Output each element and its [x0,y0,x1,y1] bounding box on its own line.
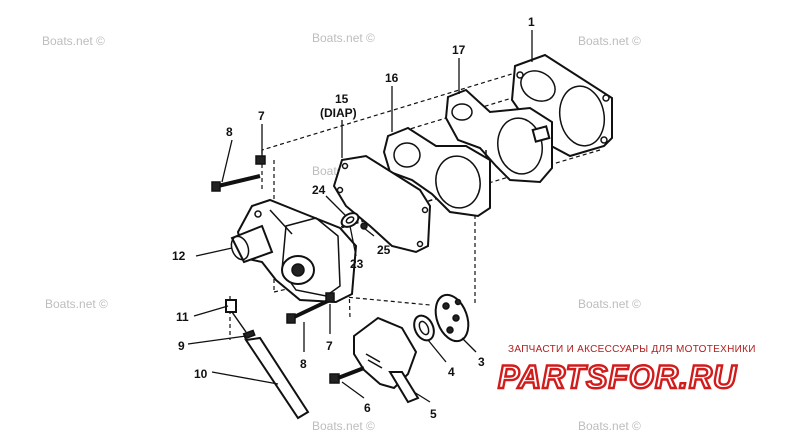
watermark-text: Boats.net © [312,419,375,433]
hose-part-10 [244,336,310,420]
callout-24: 24 [312,183,326,197]
callout-25: 25 [377,243,391,257]
fitting-part-11 [225,299,247,333]
bolt-part-8-top [211,174,261,192]
watermark-text: Boats.net © [578,419,641,433]
screw-part-6 [329,366,365,384]
watermark-text: Boats.net © [578,297,641,311]
callout-11: 11 [176,310,189,324]
callout-15: 15 [335,92,349,106]
seal-part-24 [340,212,360,228]
pump-housing-part-12 [230,198,358,304]
callout-15-note: (DIAP) [320,106,357,120]
callout-23: 23 [350,257,364,271]
callout-16: 16 [385,71,399,85]
watermark-text: Boats.net © [45,297,108,311]
watermark-text: Boats.net © [578,34,641,48]
callout-9: 9 [178,339,185,353]
bolt-part-8-bottom [286,298,331,324]
diaphragm-part-15 [332,154,432,254]
watermark-text: Boats.net © [312,31,375,45]
brand-logo: PARTSFOR.RU [498,359,737,395]
callout-3: 3 [478,355,485,369]
callout-4: 4 [448,365,455,379]
o-ring-part-4 [413,314,435,342]
partsfor-branding: ЗАПЧАСТИ И АКСЕССУАРЫ ДЛЯ МОТОТЕХНИКИ PA… [497,344,756,396]
callout-8-bottom: 8 [300,357,307,371]
callout-10: 10 [194,367,208,381]
valve-plate-part-3 [434,293,470,343]
nut-part-7-top [255,155,266,165]
callout-17: 17 [452,43,466,57]
callout-leader-lines [187,30,533,403]
pin-part-25 [360,222,368,230]
callout-6: 6 [364,401,371,415]
plate-part-17 [444,88,553,184]
gasket-part-16 [382,126,491,218]
callout-5: 5 [430,407,437,421]
callout-8-top: 8 [226,125,233,139]
callout-7-bottom: 7 [326,339,333,353]
callout-1: 1 [528,15,535,29]
nut-part-7-bottom [325,292,335,303]
callout-12: 12 [172,249,186,263]
callout-7-top: 7 [258,109,265,123]
brand-tagline: ЗАПЧАСТИ И АКСЕССУАРЫ ДЛЯ МОТОТЕХНИКИ [508,344,756,355]
cover-part-5 [353,316,420,404]
watermark-text: Boats.net © [42,34,105,48]
